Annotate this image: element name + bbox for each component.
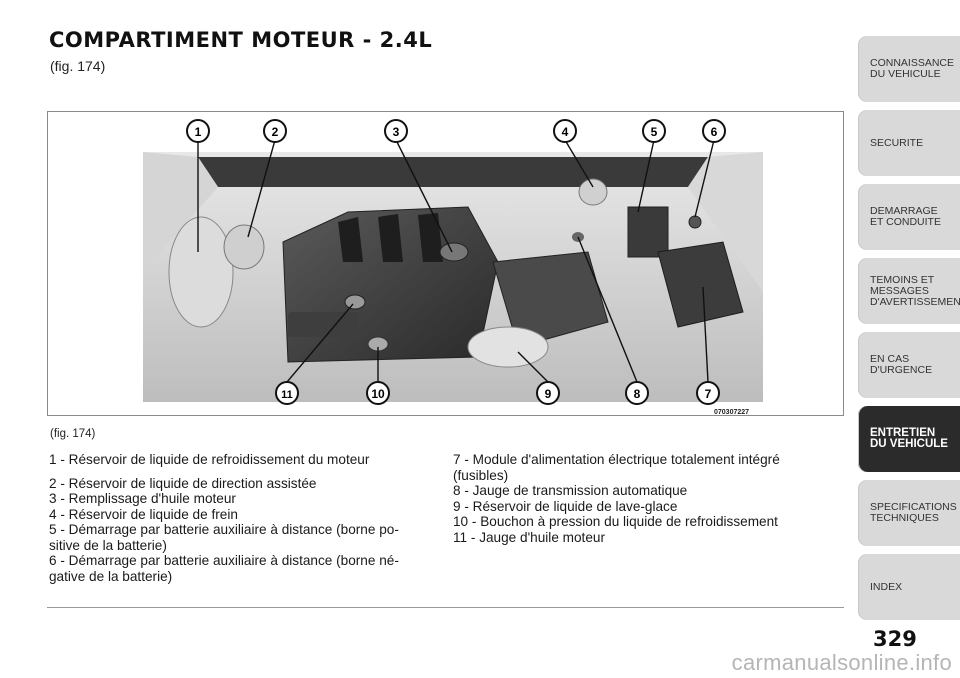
tab-connaissance-du-vehicule[interactable]: CONNAISSANCE DU VEHICULE — [858, 36, 960, 102]
legend-item-3: 3 - Remplissage d'huile moteur — [49, 491, 236, 506]
page-title: COMPARTIMENT MOTEUR - 2.4L — [49, 28, 433, 52]
tab-temoins-et-messages[interactable]: TEMOINS ET MESSAGES D'AVERTISSEMENT — [858, 258, 960, 324]
leader-line-8 — [577, 236, 638, 383]
cover-emblem — [288, 312, 358, 337]
power-steering-reservoir — [223, 224, 265, 270]
watermark-text: carmanualsonline.info — [731, 650, 952, 675]
legend-item-10: 10 - Bouchon à pression du liquide de re… — [453, 514, 778, 529]
bottom-rule — [47, 607, 844, 608]
legend-item-11: 11 - Jauge d'huile moteur — [453, 529, 605, 545]
tab-index[interactable]: INDEX — [858, 554, 960, 620]
svg-text:11: 11 — [281, 389, 293, 401]
legend-item-2: 2 - Réservoir de liquide de direction as… — [49, 475, 317, 491]
brake-fluid-reservoir — [578, 178, 608, 206]
callout-badges: 1 2 3 4 5 6 7 8 9 10 11 — [186, 119, 726, 405]
svg-text:7: 7 — [705, 387, 712, 401]
callout-10: 10 — [366, 381, 390, 405]
callout-5: 5 — [642, 119, 666, 143]
legend-item-5: 5 - Démarrage par batterie auxiliaire à … — [49, 522, 399, 553]
right-fender — [688, 152, 763, 292]
callout-11: 11 — [275, 381, 299, 405]
svg-text:4: 4 — [562, 125, 569, 139]
air-intake — [492, 251, 609, 348]
leader-lines — [197, 139, 715, 383]
leader-line-3 — [395, 139, 453, 253]
legend-item-1: 1 - Réservoir de liquide de refroidissem… — [49, 452, 370, 467]
coolant-reservoir — [168, 216, 234, 328]
legend-item-9: 9 - Réservoir de liquide de lave-glace — [453, 498, 678, 514]
callout-7: 7 — [696, 381, 720, 405]
callout-9: 9 — [536, 381, 560, 405]
page-number: 329 — [873, 627, 917, 651]
oil-filler-cap — [439, 242, 469, 262]
left-fender — [143, 152, 218, 272]
svg-text:2: 2 — [272, 125, 279, 139]
tab-specifications-techniques[interactable]: SPECIFICATIONS TECHNIQUES — [858, 480, 960, 546]
legend-right-column: 7 - Module d'alimentation électrique tot… — [453, 452, 838, 545]
leader-line-2 — [247, 139, 276, 238]
washer-reservoir — [467, 326, 549, 368]
engine-compartment-figure: 1 2 3 4 5 6 7 8 9 10 11 — [47, 111, 844, 416]
callout-1: 1 — [186, 119, 210, 143]
leader-line-4 — [564, 139, 594, 188]
hood-seal — [198, 157, 708, 187]
svg-text:10: 10 — [371, 387, 385, 401]
legend-item-8: 8 - Jauge de transmission automatique — [453, 483, 688, 498]
oil-dipstick-handle — [344, 294, 366, 310]
svg-text:1: 1 — [195, 125, 202, 139]
legend-item-7: 7 - Module d'alimentation électrique tot… — [453, 452, 780, 483]
callout-8: 8 — [625, 381, 649, 405]
svg-text:9: 9 — [545, 387, 552, 401]
engine-illustration: 1 2 3 4 5 6 7 8 9 10 11 — [143, 119, 763, 405]
figure-code: 070307227 — [714, 409, 750, 416]
tab-demarrage-et-conduite[interactable]: DEMARRAGE ET CONDUITE — [858, 184, 960, 250]
negative-terminal — [688, 215, 702, 229]
cover-ribs — [338, 213, 443, 262]
leader-line-5 — [637, 139, 655, 213]
figure-reference: (fig. 174) — [50, 58, 106, 74]
svg-text:3: 3 — [393, 125, 400, 139]
callout-2: 2 — [263, 119, 287, 143]
legend-item-4: 4 - Réservoir de liquide de frein — [49, 506, 238, 522]
figure-caption: (fig. 174) — [50, 428, 96, 440]
leader-line-6 — [694, 139, 715, 218]
tab-securite[interactable]: SECURITE — [858, 110, 960, 176]
svg-text:6: 6 — [711, 125, 718, 139]
positive-terminal-box — [627, 206, 669, 258]
svg-text:5: 5 — [651, 125, 658, 139]
callout-3: 3 — [384, 119, 408, 143]
legend-left-column: 1 - Réservoir de liquide de refroidissem… — [49, 452, 439, 584]
leader-line-7 — [702, 286, 709, 383]
leader-line-11 — [286, 303, 354, 383]
tab-entretien-du-vehicule[interactable]: ENTRETIEN DU VEHICULE — [858, 406, 960, 472]
callout-4: 4 — [553, 119, 577, 143]
power-module — [657, 241, 744, 328]
callout-6: 6 — [702, 119, 726, 143]
leader-line-9 — [517, 351, 549, 383]
legend-item-6: 6 - Démarrage par batterie auxiliaire à … — [49, 553, 399, 584]
svg-text:8: 8 — [634, 387, 641, 401]
tab-en-cas-durgence[interactable]: EN CAS D'URGENCE — [858, 332, 960, 398]
